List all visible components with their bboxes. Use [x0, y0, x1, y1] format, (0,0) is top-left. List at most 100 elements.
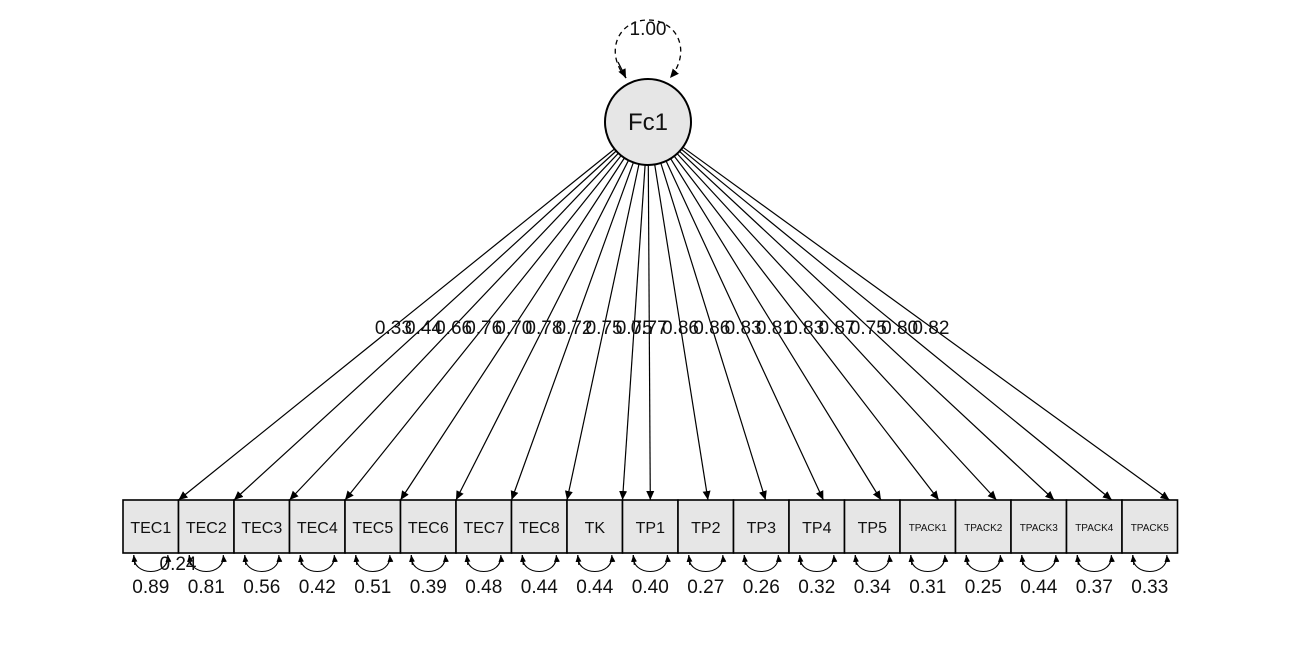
residual-label-tec2: 0.81: [188, 577, 225, 598]
loading-label-tpack3: 0.75: [850, 318, 887, 339]
indicator-label-tec8: TEC8: [519, 520, 560, 537]
residual-loop-tpack3: [1021, 554, 1060, 573]
residual-loop-start-tec6: [409, 554, 415, 566]
loading-label-tp4: 0.83: [725, 318, 762, 339]
residual-loop-tec4: [299, 554, 338, 573]
loading-paths: [178, 146, 1170, 501]
loading-label-tpack5: 0.82: [912, 318, 949, 339]
residual-label-tec7: 0.48: [465, 577, 502, 598]
loading-path-tp4: [665, 160, 824, 501]
indicator-label-tpack4: TPACK4: [1075, 523, 1114, 534]
residual-label-tpack4: 0.37: [1076, 577, 1113, 598]
loading-path-tpack4: [680, 148, 1113, 501]
residual-loop-tec3: [244, 554, 283, 573]
residual-loop-tpack2: [965, 554, 1004, 573]
indicator-tec2: TEC2: [177, 499, 235, 554]
indicator-label-tec7: TEC7: [463, 520, 504, 537]
covariance-label: 0.24: [160, 554, 197, 575]
loading-path-tp2: [654, 164, 711, 501]
residual-loop-start-tec5: [353, 554, 360, 566]
factor-variance-label: 1.00: [630, 19, 667, 40]
indicator-label-tec1: TEC1: [130, 520, 171, 537]
residual-loop-start-tec1: [131, 554, 138, 566]
residual-loop-tk: [577, 554, 616, 573]
indicator-tec3: TEC3: [233, 499, 291, 554]
indicator-label-tp4: TP4: [802, 520, 831, 537]
residual-loop-start-tpack2: [964, 554, 970, 566]
loading-label-tec4: 0.76: [465, 318, 502, 339]
residual-label-tec4: 0.42: [299, 577, 336, 598]
indicator-label-tec6: TEC6: [408, 520, 449, 537]
residual-loop-start-tpack5: [1130, 554, 1137, 566]
residual-label-tpack3: 0.44: [1020, 577, 1057, 598]
indicator-tpack3: TPACK3: [1010, 499, 1068, 554]
residual-loop-tec6: [410, 554, 449, 573]
indicator-label-tpack3: TPACK3: [1020, 523, 1059, 534]
loading-path-tec7: [510, 162, 634, 501]
indicator-label-tec5: TEC5: [352, 520, 393, 537]
residual-label-tp5: 0.34: [854, 577, 891, 598]
loading-label-tec3: 0.66: [435, 318, 472, 339]
indicator-tp5: TP5: [843, 499, 901, 554]
loading-path-tec1: [178, 148, 615, 501]
residual-loop-start-tp4: [797, 554, 804, 566]
indicator-label-tp2: TP2: [691, 520, 720, 537]
loading-path-tp1: [646, 164, 655, 501]
loading-path-tk: [619, 164, 646, 501]
residual-loop-start-tp3: [742, 554, 748, 566]
loading-label-tec5: 0.70: [495, 318, 532, 339]
loading-path-tpack3: [679, 150, 1055, 501]
residual-loop-start-tp2: [686, 554, 693, 566]
residual-loop-start-tec7: [464, 554, 471, 566]
residual-label-tp4: 0.32: [798, 577, 835, 598]
loading-path-tec8: [564, 163, 640, 501]
residual-loop-tp5: [854, 554, 893, 573]
indicator-label-tec4: TEC4: [297, 520, 338, 537]
indicator-label-tpack2: TPACK2: [964, 523, 1003, 534]
loading-label-tp3: 0.86: [693, 318, 730, 339]
loading-path-tec5: [399, 157, 625, 501]
residual-label-tec5: 0.51: [354, 577, 391, 598]
residual-label-tp1: 0.40: [632, 577, 669, 598]
residual-label-tp3: 0.26: [743, 577, 780, 598]
indicator-tpack2: TPACK2: [954, 499, 1012, 554]
loading-label-tec7: 0.72: [556, 318, 593, 339]
residual-loop-start-tpack3: [1019, 554, 1026, 566]
indicator-label-tp3: TP3: [747, 520, 776, 537]
residual-loop-tp1: [632, 554, 671, 573]
indicator-tec1: TEC1: [122, 499, 180, 554]
loading-path-tpack5: [682, 146, 1170, 501]
residual-label-tec3: 0.56: [243, 577, 280, 598]
residual-loop-tec7: [466, 554, 505, 573]
indicator-tp4: TP4: [788, 499, 846, 554]
indicator-tpack4: TPACK4: [1065, 499, 1123, 554]
residual-label-tpack2: 0.25: [965, 577, 1002, 598]
loading-label-tec2: 0.44: [405, 318, 442, 339]
indicator-tec6: TEC6: [399, 499, 457, 554]
indicator-tp2: TP2: [677, 499, 735, 554]
indicator-tec5: TEC5: [344, 499, 402, 554]
residual-loop-tp2: [688, 554, 727, 573]
loading-labels: 0.330.440.660.760.700.780.720.750.750.77…: [375, 318, 949, 339]
indicator-tec7: TEC7: [455, 499, 513, 554]
residual-loop-tec5: [355, 554, 394, 573]
residual-loop-tp4: [799, 554, 838, 573]
residual-label-tp2: 0.27: [687, 577, 724, 598]
loading-label-tec6: 0.78: [525, 318, 562, 339]
residual-label-tec8: 0.44: [521, 577, 558, 598]
residual-loop-start-tpack1: [908, 554, 915, 566]
loading-label-tp1: 0.77: [631, 318, 668, 339]
indicator-label-tpack1: TPACK1: [909, 523, 948, 534]
loading-label-tk: 0.75: [616, 318, 653, 339]
indicator-tp3: TP3: [732, 499, 790, 554]
residual-loop-tec8: [521, 554, 560, 573]
indicator-tp1: TP1: [621, 499, 679, 554]
loading-path-tec4: [344, 155, 622, 501]
residual-label-tec6: 0.39: [410, 577, 447, 598]
residual-loop-start-tec8: [520, 554, 526, 566]
residual-label-tpack1: 0.31: [909, 577, 946, 598]
indicator-label-tec2: TEC2: [186, 520, 227, 537]
residual-loop-start-tec2: [187, 554, 193, 566]
indicator-tpack5: TPACK5: [1121, 499, 1179, 554]
